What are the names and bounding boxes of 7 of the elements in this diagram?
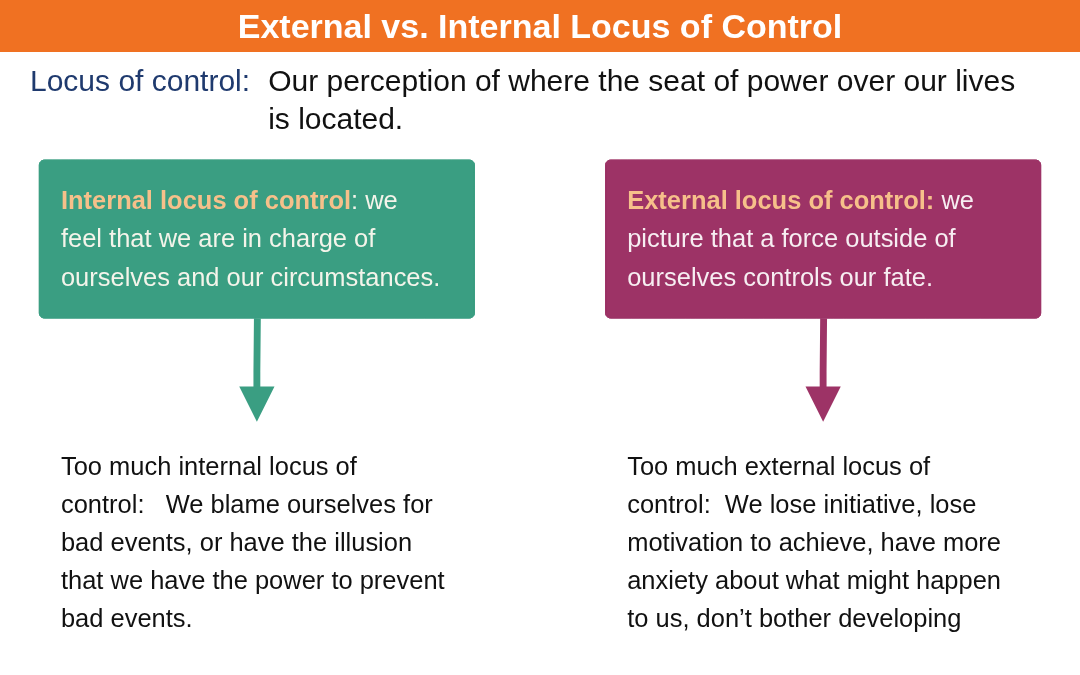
title: External vs. Internal Locus of Control	[237, 6, 843, 46]
node-text: Too much external locus of control: We lose initiative, lose motivation to achieve, have more anxiety about what might happen to us, don’t bother developing	[627, 451, 1002, 634]
definition-text: Our perception of where the seat of power over our lives is located.	[268, 63, 1017, 137]
arrow	[805, 318, 841, 422]
arrow	[239, 318, 275, 422]
term-label: Locus of control:	[30, 63, 251, 99]
node-text: Too much internal locus of control: We blame ourselves for bad events, or have the illusion that we have the power to prevent bad events.	[60, 451, 445, 634]
